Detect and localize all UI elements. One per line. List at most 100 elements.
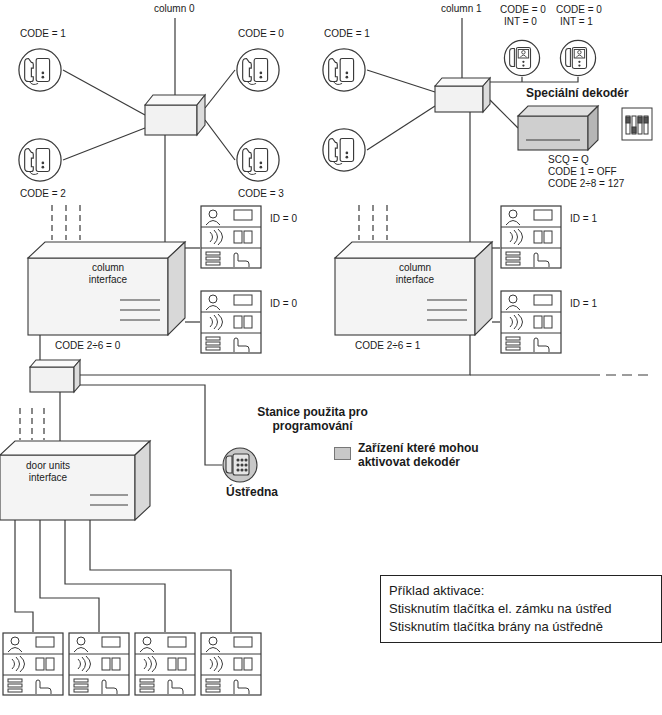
annotation-label: CODE 2÷6 = 0 (55, 340, 120, 352)
note-line: Příklad aktivace: (389, 582, 653, 600)
bus-wire (461, 18, 462, 82)
handset-icon (237, 49, 279, 91)
device-label: Stanice použita pro programování (245, 405, 380, 433)
device-label: column interface (387, 262, 443, 286)
interface-module (28, 258, 168, 335)
switchboard-icon (241, 464, 243, 466)
dip-switch (632, 116, 636, 134)
handset-station: CODE = 1 (318, 28, 372, 94)
riser-dashes (19, 408, 20, 440)
bus-wire (470, 374, 600, 375)
switchboard-icon (223, 448, 257, 482)
door-panel-icon (501, 206, 561, 268)
decoder-module: Speciální dekodér (518, 86, 631, 150)
device-label: door units interface (18, 460, 78, 484)
legend-swatch (334, 447, 351, 460)
special-decoder (526, 139, 580, 140)
interface-module (475, 242, 492, 335)
bus-connector (185, 247, 200, 248)
door-units-interface: door units interface (0, 440, 150, 520)
interface-module (335, 258, 475, 335)
bus-wire (174, 18, 175, 100)
column-interface: column interface (335, 240, 492, 335)
dip-switch (626, 116, 630, 134)
annotation-label: CODE 2÷6 = 1 (355, 340, 420, 352)
switchboard-icon (233, 454, 249, 475)
device-label: INT = 0 (504, 16, 537, 28)
bus-wire (205, 120, 235, 160)
video-monitor-icon (504, 40, 539, 75)
interface-module (168, 242, 185, 335)
interface-module (90, 494, 128, 495)
interface-module (427, 299, 467, 300)
annotation-label: CODE 2÷8 = 127 (548, 178, 624, 190)
bus-wire (521, 77, 522, 82)
note-line: Stisknutím tlačítka brány na ústředně (389, 618, 653, 636)
interface-module (0, 455, 135, 520)
distributor-box (435, 86, 483, 112)
door-panel: ID = 1 (500, 205, 610, 269)
bus-wire (490, 77, 578, 82)
switchboard-icon (245, 469, 247, 471)
device-label: CODE = 2 (20, 188, 66, 200)
interface-module (135, 441, 150, 520)
door-panel-icon (201, 633, 261, 695)
riser-dashes (51, 205, 52, 240)
interface-module (427, 309, 467, 310)
riser-dashes (31, 408, 32, 440)
switchboard-icon (237, 459, 239, 461)
door-panel-icon (69, 633, 129, 695)
device-label: column interface (80, 262, 136, 286)
device-label: CODE = 1 (324, 28, 370, 40)
bus-wire (15, 18, 650, 632)
interface-module (0, 441, 150, 455)
device-label: ID = 1 (570, 298, 597, 310)
bus-wire (367, 70, 435, 92)
door-panel-icon (3, 633, 63, 695)
bus-wire (59, 392, 60, 441)
interface-module (120, 309, 160, 310)
door-panel: ID = 0 (200, 205, 310, 269)
special-decoder (518, 116, 588, 150)
distributor-box (30, 367, 74, 392)
handset-icon (19, 49, 61, 91)
riser-dashes (65, 205, 66, 240)
handset-icon (19, 139, 61, 181)
riser-dashes (358, 205, 359, 240)
distributor-box (483, 78, 490, 112)
riser-dashes (386, 205, 387, 240)
column-interface: column interface (28, 240, 185, 335)
device-label: CODE = 0 (500, 4, 546, 16)
device-label: Speciální dekodér (526, 86, 629, 100)
note-line: Stisknutím tlačítka el. zámku na ústřed (389, 600, 653, 618)
note-box: Příklad aktivace:Stisknutím tlačítka el.… (380, 575, 662, 643)
dip-switch (638, 117, 642, 123)
dip-switch (632, 127, 636, 133)
bus-wire (469, 112, 470, 242)
switchboard-icon (226, 456, 232, 473)
bus-wire (164, 135, 165, 242)
handset-station: CODE = 1 (14, 28, 68, 94)
bus-wire (205, 70, 235, 108)
switchboard-icon (237, 464, 239, 466)
dip-switch (626, 117, 630, 123)
interface-module (335, 242, 492, 258)
special-decoder (518, 106, 598, 116)
handset-icon (19, 49, 365, 181)
bus-wire (39, 335, 40, 362)
device-label: ID = 1 (570, 213, 597, 225)
handset-station: CODE = 0 (232, 28, 286, 94)
switchboard-icon (245, 464, 247, 466)
video-monitor: CODE = 0INT = 1 (556, 4, 606, 79)
riser-dashes (372, 205, 373, 240)
handset-icon (323, 129, 365, 171)
video-monitor: CODE = 0INT = 0 (500, 4, 550, 79)
device-label: INT = 1 (560, 16, 593, 28)
dip-switch (622, 108, 652, 140)
handset-icon (323, 49, 365, 91)
special-decoder (518, 106, 598, 150)
device-label: CODE = 0 (556, 4, 602, 16)
dip-switch (644, 116, 648, 134)
device-label: CODE = 3 (238, 188, 284, 200)
bus-wire (367, 106, 435, 150)
